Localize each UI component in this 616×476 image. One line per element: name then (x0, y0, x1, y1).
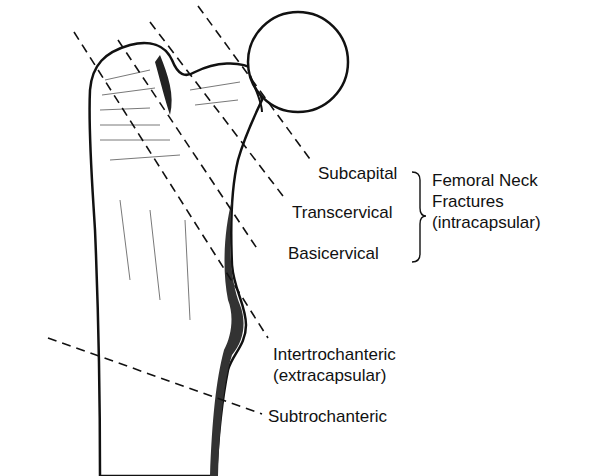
bracket (412, 172, 426, 262)
fracture-label: Intertrochanteric (extracapsular) (273, 344, 396, 386)
cortex-shading (210, 200, 244, 476)
fracture-label: Transcervical (292, 202, 392, 223)
fracture-line (48, 6, 312, 414)
fracture-label: Subtrochanteric (268, 406, 387, 427)
trochanteric-fossa (155, 55, 172, 115)
fracture-label: Basicervical (288, 243, 379, 264)
bone-texture (100, 70, 240, 320)
femur-outline (89, 43, 262, 476)
fracture-label: Subcapital (318, 163, 397, 184)
femoral-head (248, 12, 348, 112)
fracture-label: Femoral Neck Fractures (intracapsular) (432, 170, 541, 233)
